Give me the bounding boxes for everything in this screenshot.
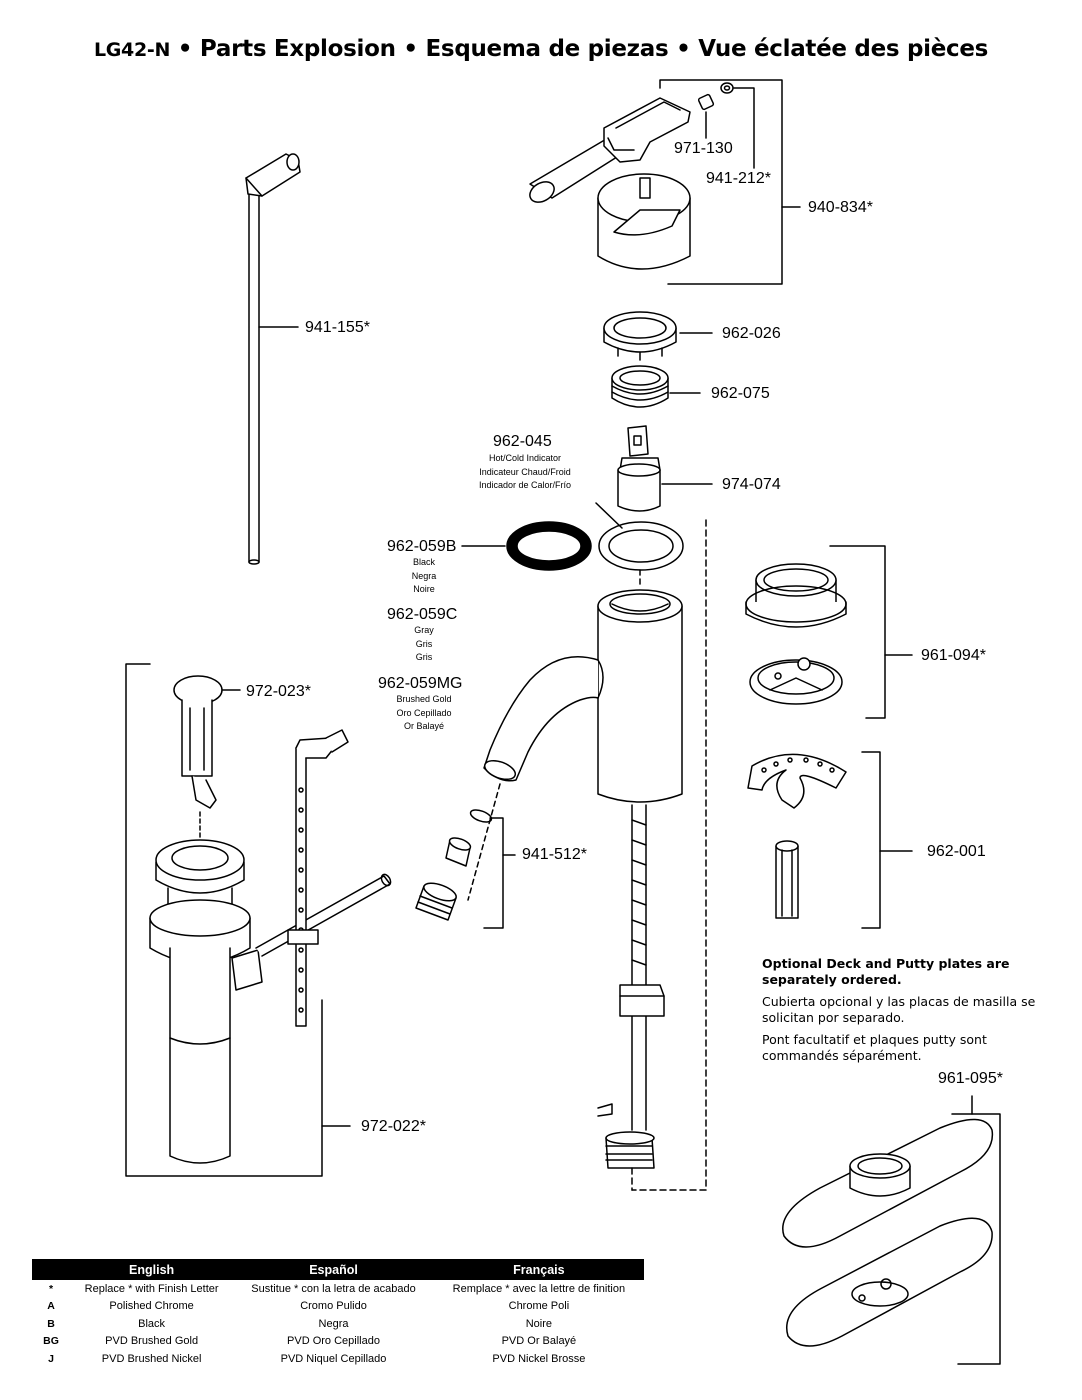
part-label-962-026: 962-026 <box>722 325 781 342</box>
part-label-961-094: 961-094* <box>921 647 986 664</box>
desc-line: Brushed Gold <box>396 694 452 704</box>
part-label-962-001: 962-001 <box>927 843 986 860</box>
part-desc-962-059MG: Brushed Gold Oro Cepillado Or Balayé <box>380 693 468 734</box>
desc-line: Gris <box>415 638 433 649</box>
legend-header-french: Français <box>433 1259 644 1280</box>
lift-rod-drawing <box>245 153 301 565</box>
legend-spanish: Sustitue * con la letra de acabado <box>251 1282 416 1295</box>
note-english: Optional Deck and Putty plates are separ… <box>762 956 1062 988</box>
note-english-text: Optional Deck and Putty plates are separ… <box>762 956 1010 987</box>
leader-941-212 <box>733 87 755 169</box>
bracket-961-094 <box>829 545 886 719</box>
part-label-971-130: 971-130 <box>674 140 733 157</box>
title-english: Parts Explosion <box>199 36 396 62</box>
legend-header-spanish: Español <box>233 1259 434 1280</box>
desc-line: Indicador de Calor/Frío <box>478 480 572 490</box>
title-french: Vue éclatée des pièces <box>698 36 989 62</box>
cartridge-drawing <box>617 425 661 512</box>
desc-line: Indicateur Chaud/Froid <box>479 466 571 477</box>
legend-french: Noire <box>525 1317 553 1330</box>
legend-code: BG <box>43 1335 59 1348</box>
desc-line: Or Balayé <box>403 721 445 731</box>
part-label-962-059MG: 962-059MG <box>378 675 463 692</box>
legend-french: PVD Nickel Brosse <box>492 1352 586 1365</box>
legend-english: Replace * with Finish Letter <box>84 1282 219 1295</box>
part-label-941-155: 941-155* <box>305 319 370 336</box>
part-label-961-095: 961-095* <box>938 1070 1003 1087</box>
part-desc-962-059C: Gray Gris Gris <box>380 624 468 665</box>
legend-spanish: Cromo Pulido <box>300 1300 367 1313</box>
legend-spanish: Negra <box>318 1317 349 1330</box>
legend-spanish: PVD Oro Cepillado <box>287 1335 380 1348</box>
legend-header-code <box>32 1259 70 1280</box>
bracket-961-095 <box>951 1113 1001 1365</box>
part-label-941-212: 941-212* <box>706 170 771 187</box>
note-french: Pont facultatif et plaques putty sont co… <box>762 1032 987 1063</box>
part-desc-962-045: Hot/Cold Indicator Indicateur Chaud/Froi… <box>458 452 592 493</box>
legend-french: Chrome Poli <box>508 1300 570 1313</box>
legend-header-row: English Español Français <box>32 1259 644 1280</box>
desc-line: Gray <box>414 625 434 635</box>
title-separator: • <box>676 36 691 62</box>
legend-english: PVD Brushed Nickel <box>101 1352 202 1365</box>
legend-code: J <box>48 1352 54 1365</box>
legend-english: Polished Chrome <box>109 1300 194 1313</box>
part-label-941-512: 941-512* <box>522 846 587 863</box>
bracket-962-001 <box>861 751 881 929</box>
aerator-drawing <box>415 809 493 921</box>
bracket-940-834 <box>659 79 783 285</box>
deck-plate-drawing <box>782 1118 994 1347</box>
part-label-962-059C: 962-059C <box>387 606 458 623</box>
title-separator: • <box>403 36 418 62</box>
part-label-962-059B: 962-059B <box>387 538 457 555</box>
legend-header-english: English <box>70 1259 234 1280</box>
legend-english: PVD Brushed Gold <box>105 1335 199 1348</box>
drain-assembly-drawing <box>149 675 392 1164</box>
desc-line: Noire <box>413 584 435 594</box>
indicator-ring-drawing <box>598 521 684 571</box>
desc-line: Hot/Cold Indicator <box>488 453 562 463</box>
part-label-974-074: 974-074 <box>722 476 781 493</box>
legend-code: A <box>47 1300 55 1313</box>
part-label-962-045: 962-045 <box>493 433 552 450</box>
title-separator: • <box>177 36 193 62</box>
bracket-972-022 <box>125 663 323 1177</box>
legend-row: B Black Negra Noire <box>32 1315 644 1333</box>
legend-row: J PVD Brushed Nickel PVD Niquel Cepillad… <box>32 1350 644 1368</box>
desc-line: Black <box>412 557 435 567</box>
dashed-leader-deck <box>631 519 707 1191</box>
legend-code: * <box>48 1282 54 1295</box>
title-spanish: Esquema de piezas <box>425 36 669 62</box>
legend-code: B <box>47 1317 55 1330</box>
legend-row: A Polished Chrome Cromo Pulido Chrome Po… <box>32 1298 644 1316</box>
desc-line: Gris <box>415 652 433 662</box>
legend-row: BG PVD Brushed Gold PVD Oro Cepillado PV… <box>32 1333 644 1351</box>
part-desc-962-059B: Black Negra Noire <box>380 556 468 597</box>
finish-ring-drawing <box>506 521 592 571</box>
page-title: LG42-N • Parts Explosion • Esquema de pi… <box>0 36 1082 62</box>
leader-962-045 <box>595 502 623 529</box>
handle-drawing <box>529 82 734 270</box>
legend-french: Remplace * avec la lettre de finition <box>452 1282 626 1295</box>
part-label-940-834: 940-834* <box>808 199 873 216</box>
part-label-972-022: 972-022* <box>361 1118 426 1135</box>
escutcheon-drawing <box>745 563 847 705</box>
desc-line: Oro Cepillado <box>396 707 452 718</box>
legend-spanish: PVD Niquel Cepillado <box>280 1352 387 1365</box>
mounting-hardware-drawing <box>747 753 847 919</box>
desc-line: Negra <box>411 570 437 581</box>
bonnet-nut-drawing <box>603 311 677 361</box>
legend-row: * Replace * with Finish Letter Sustitue … <box>32 1280 644 1298</box>
faucet-body-drawing <box>483 589 683 1169</box>
finish-legend-table: English Español Français * Replace * wit… <box>32 1259 644 1368</box>
legend-english: Black <box>138 1317 166 1330</box>
note-spanish: Cubierta opcional y las placas de masill… <box>762 994 1036 1025</box>
legend-french: PVD Or Balayé <box>501 1335 577 1348</box>
part-label-972-023: 972-023* <box>246 683 311 700</box>
bracket-941-512 <box>483 817 504 929</box>
part-label-962-075: 962-075 <box>711 385 770 402</box>
model-number: LG42-N <box>93 39 171 61</box>
adapter-drawing <box>611 365 669 408</box>
